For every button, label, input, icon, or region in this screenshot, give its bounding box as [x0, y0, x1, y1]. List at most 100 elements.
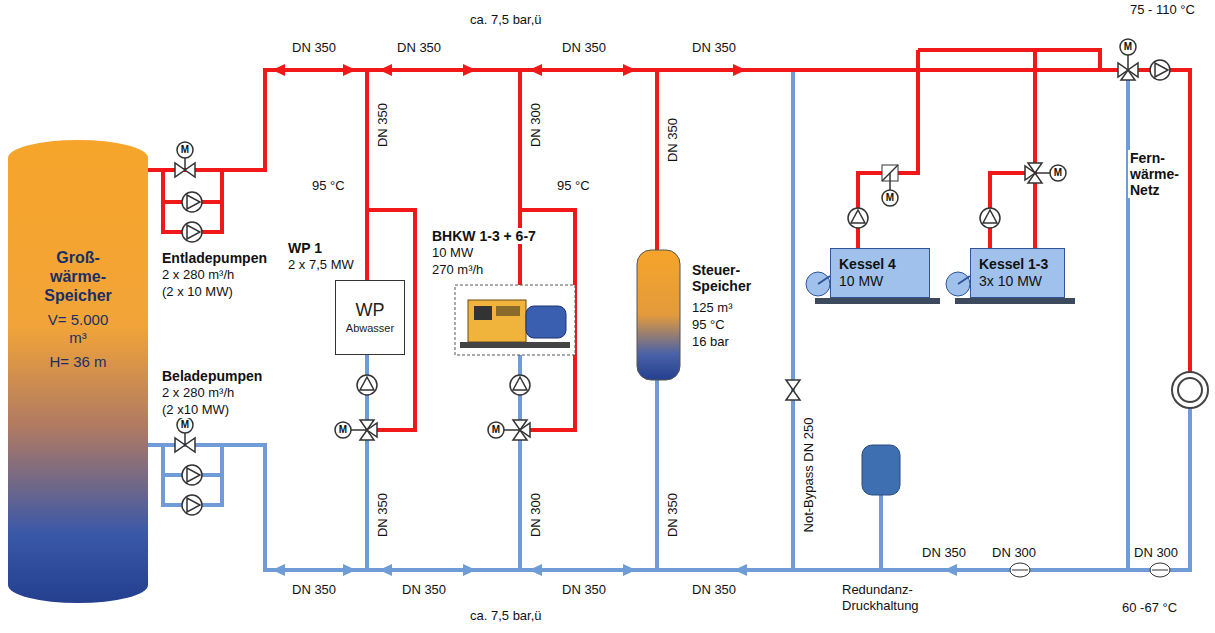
- chp-enclosure: [455, 285, 575, 355]
- node-text: WP: [356, 300, 385, 321]
- annotation-label: Beladepumpen: [160, 368, 264, 384]
- motor-letter: M: [1124, 42, 1132, 52]
- annotation-label: 2 x 280 m³/h: [160, 385, 236, 401]
- valve-symbol: [185, 163, 195, 177]
- control-storage-tank: [637, 250, 680, 380]
- motor-letter: M: [181, 420, 189, 430]
- annotation-label: DN 300: [1132, 545, 1180, 561]
- pump-symbol: [182, 465, 202, 485]
- annotation-label: 2 x 280 m³/h: [160, 267, 236, 283]
- pump-symbol: [1155, 63, 1168, 77]
- actuator-motor: [335, 422, 351, 438]
- motor-letter: M: [339, 425, 347, 435]
- valve-symbol: [786, 390, 800, 400]
- storage-tank: Groß- wärme- Speicher V= 5.000 m³ H= 36 m: [8, 140, 148, 603]
- flow-arrow: [272, 564, 285, 576]
- annotation-label: (2 x 10 MW): [160, 284, 235, 300]
- flow-arrow: [379, 64, 392, 76]
- actuator-motor: [488, 422, 504, 438]
- pipe-size-label: DN 350: [665, 491, 681, 539]
- annotation-label: 125 m³: [690, 300, 734, 316]
- boiler-box: Kessel 1-33x 10 MW: [970, 248, 1065, 298]
- boiler-base: [815, 298, 940, 304]
- pump-symbol: [360, 377, 374, 390]
- valve-symbol: [367, 423, 377, 437]
- chp-generator: [526, 306, 566, 338]
- valve-symbol: [1121, 70, 1135, 80]
- annotation-label: DN 300: [990, 545, 1038, 561]
- pump-symbol: [851, 210, 865, 223]
- annotation-label: 95 °C: [690, 317, 727, 333]
- annotation-label: DN 350: [920, 545, 968, 561]
- annotation-label: 75 - 110 °C: [1128, 2, 1197, 18]
- pipe-size-label: Not-Bypass DN 250: [801, 416, 817, 535]
- flow-arrow: [623, 564, 636, 576]
- motor-letter: M: [181, 145, 189, 155]
- actuator-motor: [177, 142, 193, 158]
- annotation-label: BHKW 1-3 + 6-7: [430, 228, 538, 244]
- valve-symbol: [1025, 166, 1035, 180]
- flow-arrow: [463, 64, 476, 76]
- actuator-motor: [1050, 165, 1066, 181]
- return-pipes: [148, 72, 1190, 570]
- pump-symbol: [980, 208, 1000, 228]
- node-text: Kessel 1-3: [979, 256, 1048, 273]
- annotation-label: DN 350: [560, 40, 608, 56]
- actuator-motor: [1120, 39, 1136, 55]
- boiler-base: [955, 298, 1075, 304]
- flow-arrow: [343, 64, 356, 76]
- pump-symbol: [187, 468, 200, 482]
- annotation-label: DN 350: [690, 40, 738, 56]
- pressure-vessel: [862, 445, 900, 495]
- flow-arrow: [529, 564, 542, 576]
- motor-letter: M: [492, 425, 500, 435]
- pump-symbol: [848, 208, 868, 228]
- annotation-label: 60 -67 °C: [1120, 600, 1179, 616]
- annotation-label: DN 350: [395, 40, 443, 56]
- node-text: Groß- wärme- Speicher: [38, 248, 118, 305]
- pump-symbol: [513, 377, 527, 390]
- flow-arrow: [944, 564, 957, 576]
- pipe-size-label: DN 350: [375, 491, 391, 539]
- node-text: V= 5.000 m³: [42, 311, 114, 347]
- node-text: H= 36 m: [42, 353, 114, 371]
- annotation-label: ca. 7,5 bar,ü: [468, 12, 544, 28]
- annotation-label: DN 350: [400, 582, 448, 598]
- annotation-label: 95 °C: [310, 178, 347, 194]
- motor-letter: M: [886, 193, 894, 203]
- node-text: 10 MW: [839, 273, 883, 290]
- flow-arrow: [272, 64, 285, 76]
- pump-symbol: [187, 498, 200, 512]
- pump-symbol: [983, 210, 997, 223]
- annotation-label: 16 bar: [690, 334, 731, 350]
- annotation-label: DN 350: [560, 582, 608, 598]
- actuator-motor: [882, 190, 898, 206]
- pump-symbol: [1150, 60, 1170, 80]
- pump-symbol: [182, 495, 202, 515]
- flow-arrow: [343, 564, 356, 576]
- pump-symbol: [357, 375, 377, 395]
- node-text: Abwasser: [346, 321, 394, 335]
- actuator-motor: [177, 417, 193, 433]
- annotation-label: DN 350: [690, 582, 738, 598]
- chp-engine: [474, 306, 492, 320]
- pump-symbol: [187, 195, 200, 209]
- flow-meter: [1012, 570, 1168, 571]
- annotation-label: 10 MW: [430, 245, 475, 261]
- annotation-label: DN 350: [290, 40, 338, 56]
- annotation-label: ca. 7,5 bar,ü: [468, 608, 544, 624]
- annotation-label: (2 x10 MW): [160, 402, 231, 418]
- node-text: 3x 10 MW: [979, 273, 1042, 290]
- pump-symbol: [510, 375, 530, 395]
- pipe-size-label: DN 350: [375, 101, 391, 149]
- annotation-label: 2 x 7,5 MW: [286, 257, 356, 273]
- annotation-label: Redundanz- Druckhaltung: [840, 582, 921, 614]
- flow-arrow: [734, 564, 747, 576]
- boiler-box: Kessel 410 MW: [830, 248, 930, 298]
- flow-arrow: [379, 564, 392, 576]
- flow-arrow: [733, 64, 746, 76]
- annotation-label: 270 m³/h: [430, 262, 485, 278]
- pump-symbol: [182, 222, 202, 242]
